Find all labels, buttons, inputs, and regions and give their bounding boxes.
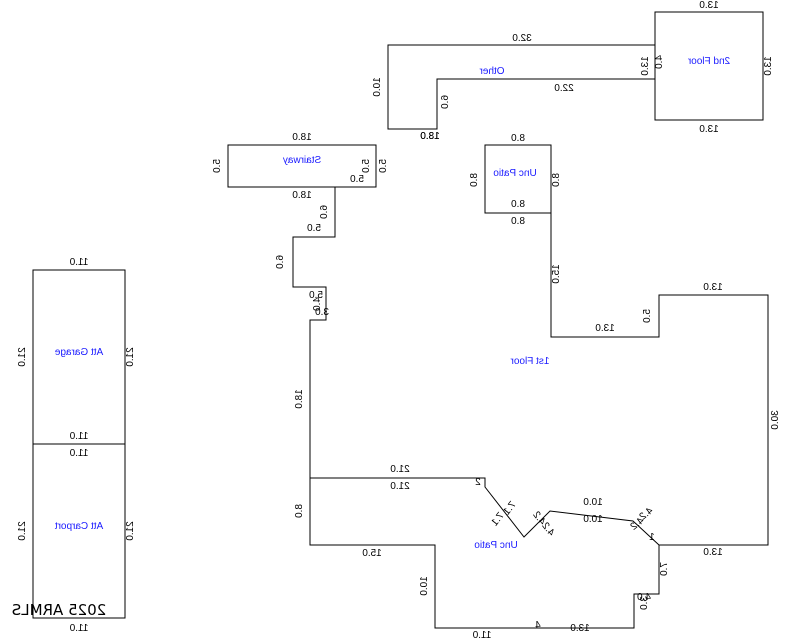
- dim-ff-bottom-v: 10.0: [419, 576, 430, 596]
- dim-carport-bottom: 11.0: [69, 623, 88, 634]
- dim-ff-bot-right: 13.0: [703, 547, 723, 558]
- dim-ff-step-d: 4.0: [312, 297, 323, 311]
- dim-second-left-b: 4.0: [654, 55, 665, 69]
- dim-patio-right: 8.0: [551, 173, 562, 187]
- stairway-outline: [227, 144, 377, 188]
- dim-ff-step-r1: 3.0: [639, 596, 650, 610]
- dim-other-left: 10.0: [372, 77, 383, 97]
- dim-stair-inner: 5.0: [350, 174, 364, 185]
- armls-watermark: 2025 ARMLS: [12, 601, 106, 619]
- dim-patio2-mid-a: 10.0: [583, 497, 603, 508]
- dim-ff-right-low: 7.0: [659, 562, 670, 576]
- other-label: Other: [479, 66, 505, 77]
- dim-ff-inner-left: 8.0: [294, 504, 305, 518]
- dim-ff-bottom: 11.0: [472, 630, 491, 639]
- other-outline: [387, 44, 655, 130]
- dim-garage-left: 21.0: [17, 347, 28, 367]
- dim-ff-notch-h: 13.0: [595, 323, 615, 334]
- dim-garage-top: 11.0: [69, 257, 88, 268]
- dim-patio-bottom-b: 8.0: [511, 216, 525, 227]
- dim-stair-right: 5.0: [378, 159, 389, 173]
- dim-second-top: 13.0: [699, 0, 719, 11]
- first-floor-lower-outline: [309, 478, 660, 629]
- dim-ff-right-upper: 15.0: [551, 264, 562, 284]
- dim-stair-bottom: 18.0: [292, 190, 312, 201]
- stairway-label: Stairway: [283, 155, 321, 166]
- dim-other-inner: 22.0: [554, 83, 574, 94]
- dim-ff-top-right: 13.0: [703, 282, 723, 293]
- dim-second-bottom: 13.0: [699, 124, 719, 135]
- first-floor-label: 1st Floor: [510, 356, 550, 367]
- dim-second-left-a: 13.0: [640, 56, 651, 76]
- dim-patio-top: 8.0: [511, 133, 525, 144]
- dim-other-step: 6.0: [440, 95, 451, 109]
- dim-ff-small: 1: [649, 532, 655, 543]
- dim-ff-right: 30.0: [770, 410, 781, 430]
- dim-ff-bottom-b: 13.0: [570, 623, 590, 634]
- dim-ff-step-c: 3.0: [315, 307, 329, 318]
- dim-other-bottom: 13.0: [420, 131, 440, 142]
- dim-patio2-diag-b: 7.1: [489, 511, 506, 529]
- dim-ff-left-step: 6.0: [319, 205, 330, 219]
- dim-other-top: 32.0: [512, 33, 532, 44]
- dim-carport-top: 11.0: [69, 448, 88, 459]
- dim-patio2-mid-b: 10.0: [583, 514, 603, 525]
- unc-patio-bottom-label: Unc Patio: [474, 540, 518, 551]
- dim-ff-notch-v: 5.0: [642, 309, 653, 323]
- mirrored-plan-group: 2nd Floor 13.0 13.0 13.0 13.0 4.0 Other …: [12, 0, 781, 639]
- att-carport-label: Att Carport: [55, 521, 104, 532]
- dim-stair-left: 5.0: [212, 159, 223, 173]
- att-carport-outline: [32, 443, 126, 619]
- dim-ff-left: 18.0: [294, 389, 305, 409]
- dim-ff-bottom-left: 15.0: [362, 548, 382, 559]
- dim-ff-step-r2: 4.0: [637, 592, 651, 603]
- dim-second-right: 13.0: [763, 56, 774, 76]
- dim-patio2-top: 21.0: [390, 464, 410, 475]
- dim-carport-right: 21.0: [125, 521, 136, 541]
- dim-other-bottom-b: 18.0: [420, 131, 440, 142]
- dim-garage-bottom: 11.0: [69, 431, 88, 442]
- dim-patio-left: 8.0: [469, 173, 480, 187]
- dim-stair-inner-side: 5.0: [361, 159, 372, 173]
- dim-ff-step-a: 5.0: [307, 223, 321, 234]
- unc-patio-top-label: Unc Patio: [493, 168, 537, 179]
- second-floor-label: 2nd Floor: [687, 56, 730, 67]
- dim-garage-right: 21.0: [125, 347, 136, 367]
- dim-patio2-e: 2: [475, 477, 481, 488]
- second-floor-outline: [654, 11, 764, 121]
- dim-patio2-top-b: 21.0: [390, 481, 410, 492]
- dim-ff-step-b: 5.0: [309, 290, 323, 301]
- dim-ff-bottom-c: 4: [535, 620, 541, 631]
- dim-carport-left: 21.0: [17, 521, 28, 541]
- unc-patio-top-outline: [484, 144, 552, 214]
- dim-ff-left-step-b: 6.0: [275, 255, 286, 269]
- att-garage-label: Att Garage: [54, 347, 103, 358]
- dim-patio-bottom-a: 8.0: [511, 199, 525, 210]
- first-floor-outline: [292, 187, 769, 546]
- dim-stair-top: 18.0: [292, 132, 312, 143]
